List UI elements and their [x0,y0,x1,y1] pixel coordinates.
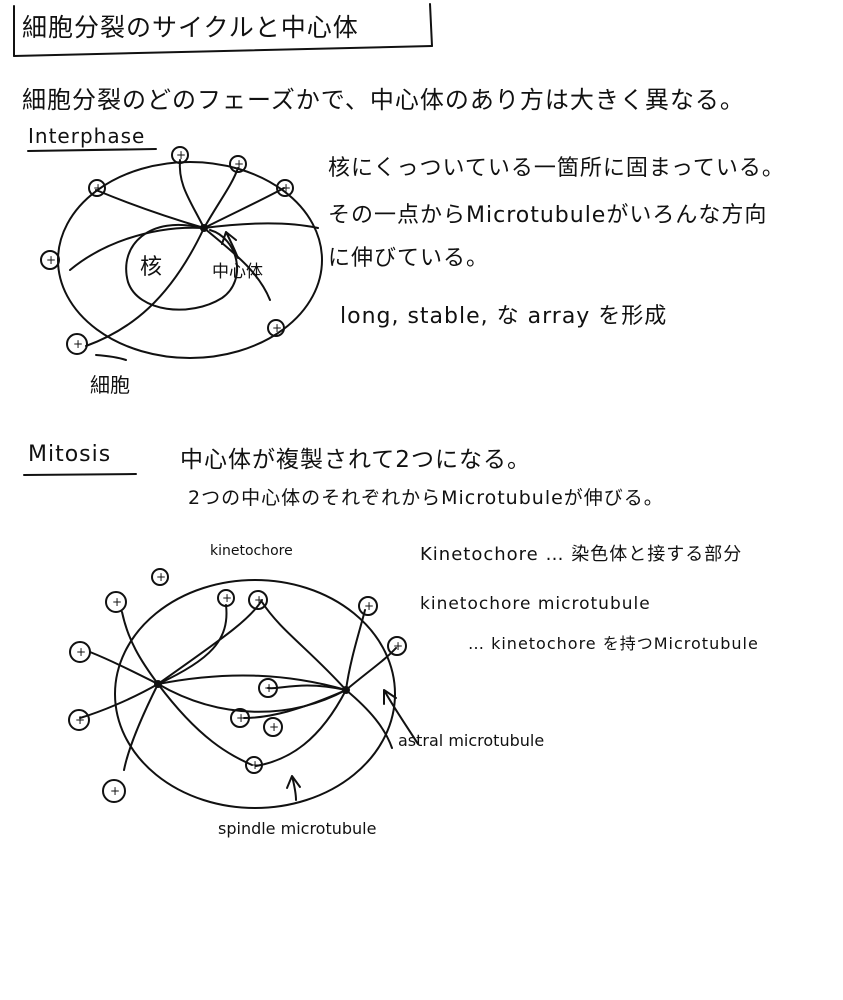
astral-microtubule [89,651,159,685]
spindle-microtubule [243,689,347,719]
interphase-heading: Interphase [28,124,146,148]
interphase-underline [27,148,157,152]
nucleus-outline [125,223,238,311]
svg-text:+: + [264,681,274,695]
plus-end-icon: + [248,590,268,610]
plus-end-icon: + [245,756,263,774]
interphase-line-3: に伸びている。 [328,246,490,271]
kinetochore-definition: Kinetochore … 染色体と接する部分 [420,544,743,565]
microtubule [69,226,205,271]
intro-text: 細胞分裂のどのフェーズかで、中心体のあり方は大きく異なる。 [22,86,745,114]
plus-end-icon: + [68,709,90,731]
svg-text:+: + [176,148,186,162]
kinetochore-microtubule-definition: … kinetochore を持つMicrotubule [468,634,759,653]
spindle-microtubule [157,674,347,691]
nucleus-label: 核 [140,255,162,280]
plus-end-icon: + [151,568,169,586]
svg-text:+: + [393,639,403,653]
plus-end-icon: + [267,319,285,337]
spindle-microtubule-label: spindle microtubule [218,819,376,838]
astral-microtubule [345,689,393,749]
plus-end-icon: + [358,596,378,616]
plus-end-icon: + [171,146,189,164]
centrosome-arrow [221,231,239,259]
interphase-microtubules [69,159,319,347]
svg-text:+: + [269,720,279,734]
astral-microtubule [123,683,159,771]
spindle-microtubule [255,689,347,767]
plus-end-icon: + [102,779,126,803]
svg-text:+: + [75,713,85,727]
spindle-microtubule [157,599,263,685]
svg-text:+: + [110,784,120,798]
kinetochore-label: kinetochore [210,543,293,559]
kinetochore-microtubule-term: kinetochore microtubule [420,594,651,614]
svg-text:+: + [93,181,103,195]
mitosis-diagram: + + + + + + + + + + + + + kinetochore as… [68,543,544,838]
cell-label: 細胞 [90,373,130,397]
svg-text:+: + [272,321,282,335]
plus-end-icon: + [387,636,407,656]
svg-text:+: + [254,593,264,607]
plus-end-icon: + [276,179,294,197]
astral-microtubule [79,683,159,719]
svg-text:+: + [46,253,56,267]
microtubule [85,227,205,347]
plus-end-icon: + [217,589,235,607]
mitosis-heading: Mitosis [28,442,112,467]
svg-text:+: + [236,711,246,725]
plus-end-icon: + [263,717,283,737]
svg-text:+: + [250,758,260,772]
svg-text:+: + [222,591,232,605]
astral-microtubule [345,647,397,691]
plus-end-icon: + [105,591,127,613]
spindle-pointer-arrow [286,775,301,801]
svg-text:+: + [364,599,374,613]
spindle-microtubule [267,684,347,691]
spindle-microtubule [157,683,347,713]
astral-microtubule [121,611,159,685]
centrosome-label: 中心体 [212,262,263,282]
plus-end-icon: + [229,155,247,173]
page-title: 細胞分裂のサイクルと中心体 [22,13,359,42]
interphase-plus-ends: + + + + + + + [40,146,294,355]
astral-pointer-arrow [383,689,419,745]
mitosis-line-1: 中心体が複製されて2つになる。 [180,447,531,473]
microtubule [178,159,205,229]
plus-end-icon: + [258,678,278,698]
mitosis-plus-ends: + + + + + + + + + + + + + [68,568,407,803]
plus-end-icon: + [66,333,88,355]
mitosis-cell-membrane [114,579,396,809]
svg-text:+: + [234,157,244,171]
svg-text:+: + [76,645,86,659]
mitosis-underline [23,473,137,476]
mitosis-line-2: 2つの中心体のそれぞれからMicrotubuleが伸びる。 [188,487,664,509]
spindle-microtubule [157,683,253,766]
astral-microtubule [345,609,366,691]
svg-text:+: + [281,181,291,195]
interphase-line-2: その一点からMicrotubuleがいろんな方向 [328,203,768,228]
title-box [13,3,433,57]
spindle-microtubule [157,604,228,685]
plus-end-icon: + [230,708,250,728]
svg-text:+: + [73,337,83,351]
interphase-line-1: 核にくっついている一箇所に固まっている。 [328,156,785,181]
interphase-line-4: long, stable, な array を形成 [340,304,668,329]
mitosis-microtubules [79,599,397,771]
astral-microtubule-label: astral microtubule [398,731,544,750]
microtubule [203,222,319,229]
spindle-microtubule [261,601,347,691]
svg-text:+: + [112,595,122,609]
plus-end-icon: + [69,641,91,663]
microtubule [203,227,271,301]
interphase-diagram: + + + + + + + 核 中心体 細胞 [40,146,323,397]
svg-text:+: + [156,570,166,584]
plus-end-icon: + [88,179,106,197]
plus-end-icon: + [40,250,60,270]
cell-pointer-line [95,354,127,361]
